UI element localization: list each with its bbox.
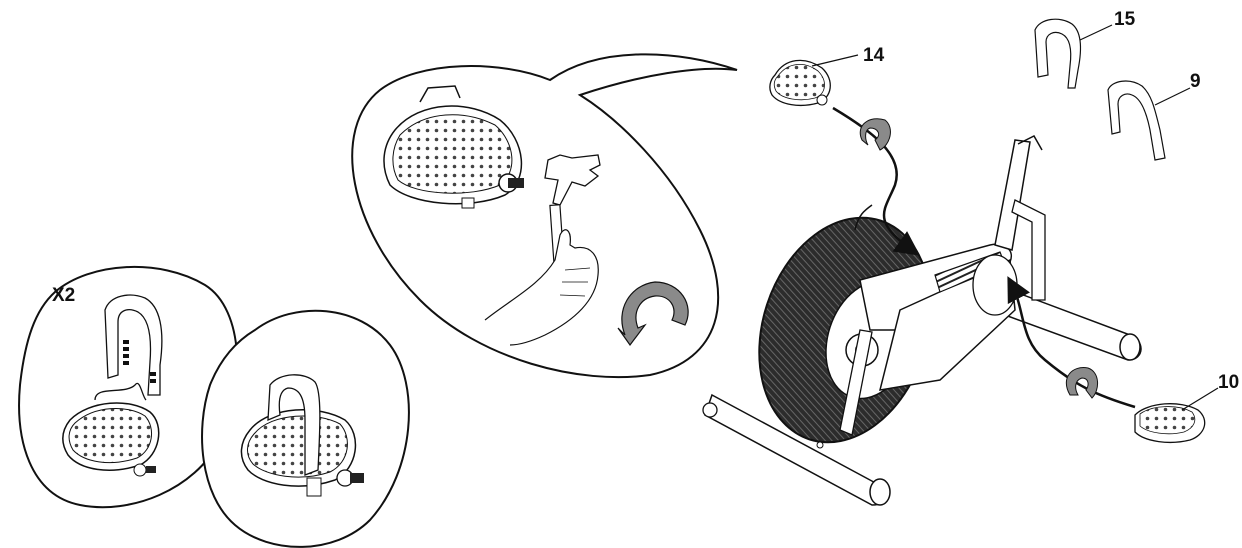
quantity-label: X2 <box>52 285 76 306</box>
strap-holes <box>123 340 156 383</box>
callout-9-label: 9 <box>1190 71 1201 92</box>
part-15-strap <box>1034 18 1113 89</box>
strap-installed-detail <box>201 309 410 548</box>
wrench-detail-bubble <box>351 53 738 379</box>
rotation-arrow-left-icon <box>859 118 891 151</box>
rotation-arrow-right-icon <box>1065 367 1098 399</box>
part-9-strap <box>1107 80 1191 161</box>
air-bike-frame <box>702 135 1142 506</box>
strap-attach-detail <box>18 265 239 509</box>
callout-15-label: 15 <box>1114 9 1136 30</box>
wrench-icon <box>544 154 601 266</box>
callout-14-label: 14 <box>863 45 885 66</box>
pedal-closeup <box>383 85 524 209</box>
install-arrow-right <box>1007 276 1136 409</box>
counter-clockwise-arrow-icon <box>617 281 689 347</box>
hand-drawing <box>484 229 599 346</box>
part-10-pedal <box>1134 387 1219 443</box>
callout-10-label: 10 <box>1218 372 1240 393</box>
part-14-pedal <box>769 54 859 106</box>
